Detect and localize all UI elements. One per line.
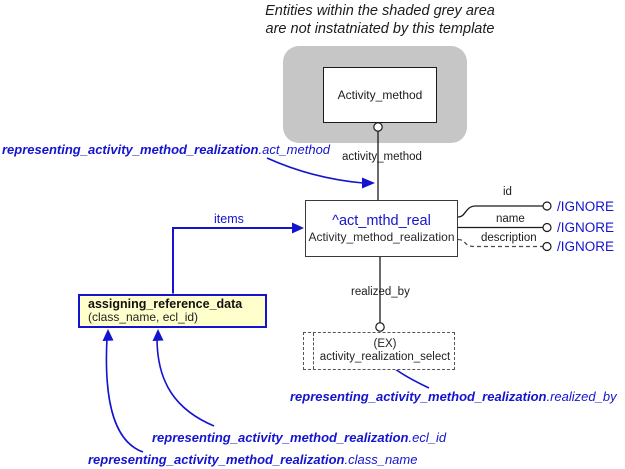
template-assigning-reference-data: assigning_reference_data (class_name, ec… xyxy=(78,294,267,328)
name-attribute-circle xyxy=(542,222,552,233)
label-description: description xyxy=(481,232,537,244)
act-method-arrowhead-icon xyxy=(362,177,375,189)
diagram-note: Entities within the shaded grey area are… xyxy=(228,2,532,38)
label-id: id xyxy=(503,186,512,198)
template-name: assigning_reference_data xyxy=(88,296,243,311)
ecl-id-arrowhead-icon xyxy=(152,329,164,341)
annotation-realized-by-attr: .realized_by xyxy=(546,389,617,404)
items-arrowhead-icon xyxy=(292,222,304,234)
annotation-act-method-path: representing_activity_method_realization xyxy=(2,142,259,157)
label-items: items xyxy=(214,212,244,226)
annotation-act-method: representing_activity_method_realization… xyxy=(2,142,330,157)
label-activity-method: activity_method xyxy=(342,151,422,163)
class-name-leader-curve xyxy=(105,337,144,453)
ecl-id-leader-curve xyxy=(156,337,215,427)
description-attribute-circle xyxy=(542,241,552,252)
entity-activity-method: Activity_method xyxy=(323,67,437,123)
entity-activity-method-label: Activity_method xyxy=(337,88,423,102)
note-line-2: are not instatniated by this template xyxy=(265,21,495,37)
annotation-ecl-id-path: representing_activity_method_realization xyxy=(152,430,409,445)
id-attribute-circle xyxy=(542,201,552,211)
entity-reference-name: ^act_mthd_real xyxy=(332,212,431,229)
annotation-class-name-attr: .class_name xyxy=(344,452,418,467)
ignore-marker-id: /IGNORE xyxy=(557,199,615,214)
annotation-class-name-path: representing_activity_method_realization xyxy=(88,452,345,467)
annotation-ecl-id: representing_activity_method_realization… xyxy=(152,430,446,445)
items-relation-line xyxy=(172,227,294,294)
select-prefix: (EX) xyxy=(373,337,397,350)
class-name-arrowhead-icon xyxy=(102,329,114,341)
annotation-ecl-id-attr: .ecl_id xyxy=(408,430,447,445)
ignore-marker-description: /IGNORE xyxy=(557,239,615,254)
select-name: activity_realization_select xyxy=(319,351,451,363)
annotation-realized-by-path: representing_activity_method_realization xyxy=(290,389,547,404)
ignore-marker-name: /IGNORE xyxy=(557,220,615,235)
select-double-edge xyxy=(313,333,314,369)
realized-by-circle xyxy=(375,322,385,332)
template-params: (class_name, ecl_id) xyxy=(88,310,199,325)
annotation-act-method-attr: .act_method xyxy=(258,142,331,157)
entity-activity-method-realization: ^act_mthd_real Activity_method_realizati… xyxy=(305,200,458,257)
entity-type-name: Activity_method_realization xyxy=(308,230,455,244)
annotation-class-name: representing_activity_method_realization… xyxy=(88,452,417,467)
label-realized-by: realized_by xyxy=(351,286,410,298)
annotation-realized-by: representing_activity_method_realization… xyxy=(290,389,617,404)
note-line-1: Entities within the shaded grey area xyxy=(265,3,495,19)
select-activity-realization-select: (EX) activity_realization_select xyxy=(303,332,455,370)
label-name: name xyxy=(496,213,525,225)
